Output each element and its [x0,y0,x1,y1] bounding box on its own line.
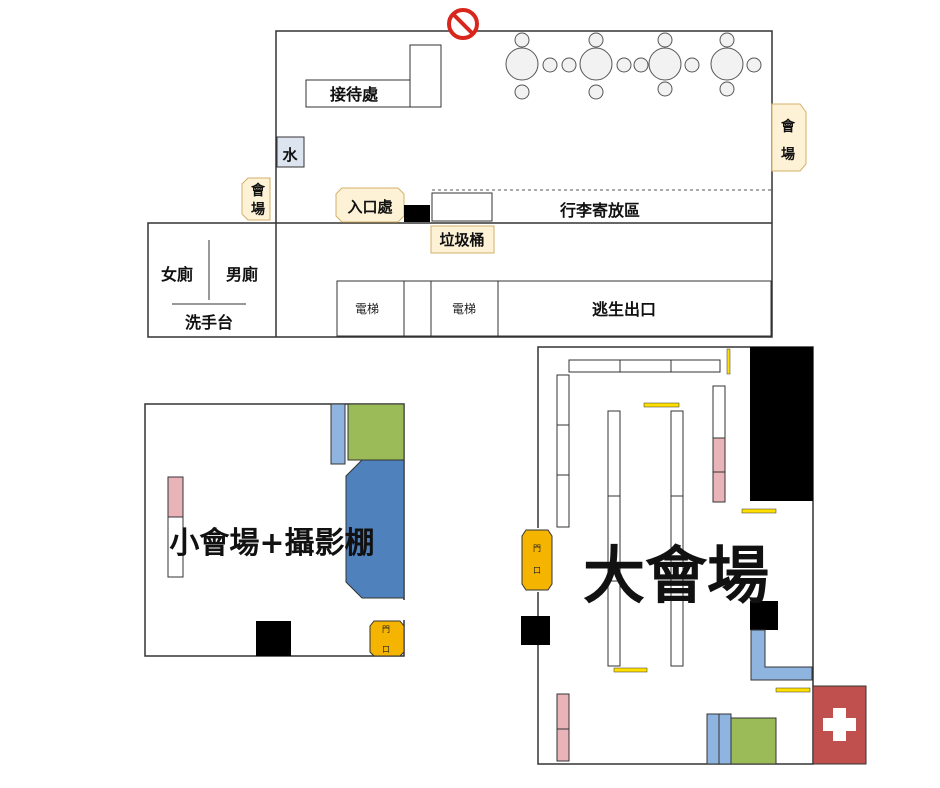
bottom-green [730,717,777,765]
no-entry-icon [447,8,479,40]
bottom-left-pink-1 [556,693,570,730]
top-floor: 接待處 水 會 場 會 場 入口處 行李寄放區 垃圾桶 女廁 [147,8,807,338]
luggage-label: 行李寄放區 [559,201,640,220]
water-station [276,136,305,168]
right-table-white [712,385,726,439]
men-restroom-label: 男廁 [226,265,258,284]
small-hall-door-label-1: 門 [382,625,390,634]
luggage-box [431,192,493,222]
elevator-1-label: 電梯 [355,302,379,316]
small-hall-door [369,620,405,657]
small-hall-black-block [256,621,291,656]
left-table-1 [556,374,570,426]
yellow-bar-top-right [726,348,731,375]
venue-label-right-2: 場 [781,146,795,163]
small-hall-door-label-2: 口 [382,645,390,654]
entrance-black-block [404,205,430,222]
venue-tag-left [241,177,271,221]
emergency-exit-label: 逃生出口 [592,300,656,319]
entrance-label: 入口處 [347,198,393,216]
reception-counter [409,44,442,108]
yellow-bar-right-1 [741,508,777,514]
women-restroom-label: 女廁 [161,265,193,284]
top-table-3 [670,359,721,373]
big-hall-door-label-2: 口 [533,566,541,575]
sinks-label: 洗手台 [185,313,233,332]
center-col-2 [670,410,684,667]
small-hall-blue-panel [330,403,346,465]
big-hall-door [521,529,553,591]
venue-label-left-2: 場 [251,201,265,218]
venue-label-left-1: 會 [250,182,266,199]
big-hall-door-label-1: 門 [533,544,541,553]
bottom-blue-2 [718,713,732,765]
elevator-gap [403,280,432,337]
yellow-bar-right-2 [775,687,811,693]
venue-label-right-1: 會 [780,118,796,135]
stage-area [345,459,405,599]
big-hall-black-stage [750,347,813,501]
top-table-1 [568,359,621,373]
emergency-exit [497,280,772,337]
trash-tag [430,225,495,254]
big-hall: 門 口 大會場 [521,346,867,765]
reception-desk [305,79,411,108]
yellow-bar-mid-bottom [613,667,648,673]
left-table-3 [556,474,570,528]
big-hall-wall [537,346,814,765]
small-hall-pink-seat [167,476,184,518]
venue-tag-right [771,103,807,172]
small-hall-white-seat [167,516,184,578]
water-label: 水 [282,146,298,164]
center-col-1 [607,410,621,667]
small-hall-green-area [347,403,405,461]
big-hall-black-block-left [521,616,550,645]
small-hall-title: 小會場+攝影棚 [169,526,374,561]
right-table-pink-1 [712,437,726,473]
big-hall-blue-l [750,629,813,681]
entrance-tag [335,187,405,223]
left-table-2 [556,424,570,476]
round-tables [505,32,762,100]
first-aid-icon [812,685,867,765]
reception-label: 接待處 [330,85,379,104]
big-hall-black-block-right [750,601,778,630]
big-hall-title: 大會場 [583,539,769,612]
elevator-2-label: 電梯 [452,302,476,316]
top-floor-wall [147,30,773,338]
bottom-blue-1 [706,713,720,765]
yellow-bar-mid-top [643,402,680,408]
bottom-left-pink-2 [556,728,570,762]
right-table-pink-2 [712,471,726,503]
small-hall: 門 口 小會場+攝影棚 [144,403,405,657]
top-table-2 [619,359,672,373]
trash-label: 垃圾桶 [439,231,484,249]
